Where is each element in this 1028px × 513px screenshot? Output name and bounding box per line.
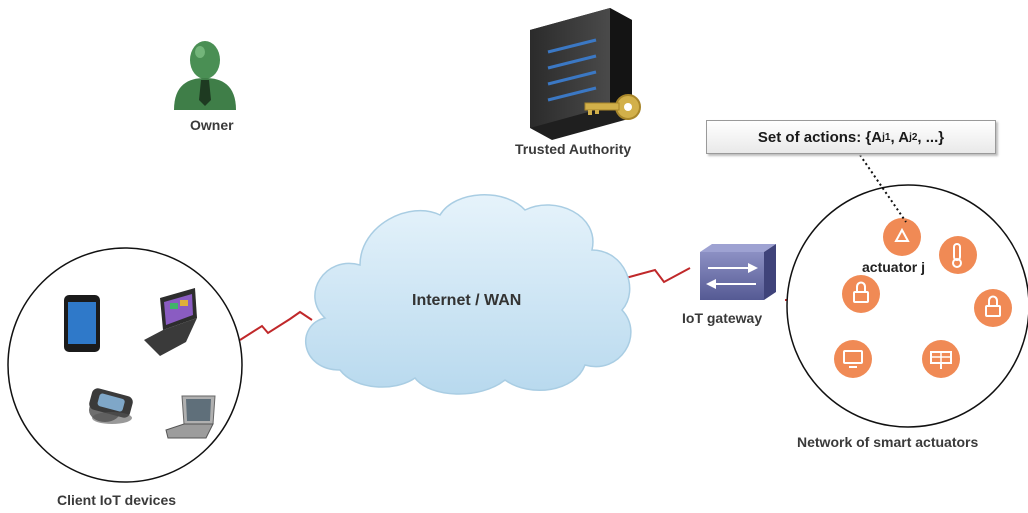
actuator-network-label: Network of smart actuators bbox=[797, 434, 979, 450]
lock-icon bbox=[842, 275, 880, 313]
laptop-icon bbox=[144, 288, 197, 356]
internet-cloud bbox=[305, 194, 632, 395]
callout-sub-2: j2 bbox=[909, 131, 918, 143]
tablet-icon bbox=[64, 295, 100, 352]
callout-sub-1: j1 bbox=[882, 131, 891, 143]
smartwatch-icon bbox=[89, 388, 133, 424]
client-devices-label: Client IoT devices bbox=[57, 492, 177, 508]
client-devices-circle bbox=[7, 247, 243, 483]
recycle-icon bbox=[883, 218, 921, 256]
server-key-icon bbox=[530, 8, 641, 140]
owner-label: Owner bbox=[190, 117, 234, 133]
callout-connector bbox=[859, 154, 907, 223]
actuator-j-label: actuator j bbox=[862, 259, 926, 275]
internet-label: Internet / WAN bbox=[412, 292, 522, 309]
link-cloud-to-gateway bbox=[621, 267, 691, 284]
callout-mid: , A bbox=[890, 128, 910, 146]
router-icon bbox=[700, 244, 776, 300]
person-icon bbox=[174, 41, 236, 110]
monitor-icon bbox=[834, 340, 872, 378]
link-client-to-cloud bbox=[239, 310, 313, 341]
thermometer-icon bbox=[939, 236, 977, 274]
iot-gateway-label: IoT gateway bbox=[682, 310, 763, 326]
callout-suffix: , ...} bbox=[917, 128, 945, 146]
trusted-authority-label: Trusted Authority bbox=[515, 141, 632, 157]
solar-panel-icon bbox=[922, 340, 960, 378]
callout-prefix: Set of actions: {A bbox=[757, 128, 883, 146]
notebook-icon bbox=[165, 395, 216, 439]
lock-icon bbox=[974, 289, 1012, 327]
